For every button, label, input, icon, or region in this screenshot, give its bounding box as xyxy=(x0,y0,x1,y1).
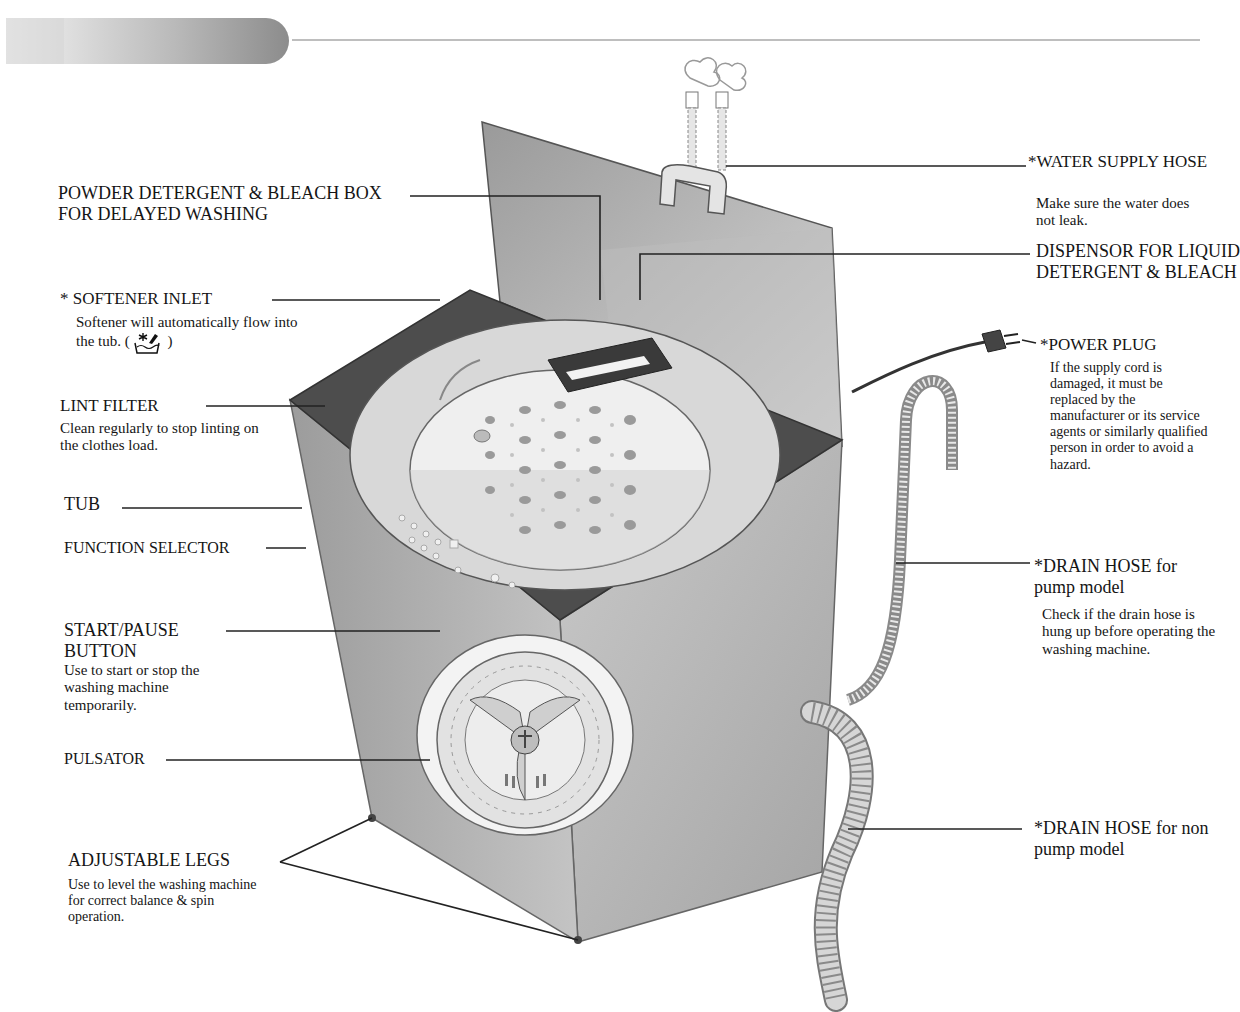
part-note-block: Check if the drain hose is hung up befor… xyxy=(1042,606,1217,658)
tub-opening xyxy=(350,320,780,590)
bracket: ( xyxy=(125,334,130,350)
pulsator xyxy=(437,652,613,828)
part-note: Make sure the water does not leak. xyxy=(1036,195,1189,228)
header-tab xyxy=(6,18,289,64)
part-name-block: ADJUSTABLE LEGS xyxy=(68,850,278,871)
part-name-block: PULSATOR xyxy=(64,750,174,768)
part-note-block: Use to level the washing machine for cor… xyxy=(68,877,258,925)
part-name: POWDER DETERGENT & BLEACH BOX FOR DELAYE… xyxy=(58,183,382,224)
part-note: Use to start or stop the washing machine… xyxy=(64,662,199,713)
detergent-box-slot xyxy=(566,356,650,380)
bracket: ) xyxy=(168,334,173,350)
part-name: DISPENSOR FOR LIQUID DETERGENT & BLEACH xyxy=(1036,241,1240,282)
part-name-block: POWDER DETERGENT & BLEACH BOX FOR DELAYE… xyxy=(58,183,388,224)
part-name-block: LINT FILTER xyxy=(60,396,220,416)
part-name: ADJUSTABLE LEGS xyxy=(68,850,230,870)
part-note-block: Use to start or stop the washing machine… xyxy=(64,662,234,714)
part-note: Softener will automatically flow into th… xyxy=(76,314,298,350)
part-name-block: TUB xyxy=(64,494,124,515)
power-cord xyxy=(852,330,1020,392)
part-name-block: *WATER SUPPLY HOSE xyxy=(1028,152,1208,172)
part-name: START/PAUSE BUTTON xyxy=(64,620,179,661)
pump-drain-hose xyxy=(848,381,952,700)
part-name: *DRAIN HOSE for pump model xyxy=(1034,556,1177,597)
part-note: Clean regularly to stop linting on the c… xyxy=(60,420,259,453)
part-name-block: * SOFTENER INLET xyxy=(60,289,280,309)
lint-filter xyxy=(440,360,480,400)
part-name: TUB xyxy=(64,494,100,514)
part-note-block: Make sure the water does not leak. xyxy=(1036,195,1211,230)
part-name: FUNCTION SELECTOR xyxy=(64,539,230,556)
part-note-block: If the supply cord is damaged, it must b… xyxy=(1050,360,1210,473)
part-name: LINT FILTER xyxy=(60,396,159,415)
detergent-box xyxy=(548,338,672,392)
part-name-block: START/PAUSE BUTTON xyxy=(64,620,224,661)
part-name-block: *DRAIN HOSE for pump model xyxy=(1034,556,1184,597)
part-note: If the supply cord is damaged, it must b… xyxy=(1050,360,1207,472)
part-name-block: FUNCTION SELECTOR xyxy=(64,539,274,557)
control-buttons xyxy=(399,515,515,588)
part-name: *WATER SUPPLY HOSE xyxy=(1028,152,1207,171)
header-tab-block xyxy=(6,18,64,64)
water-supply-hose xyxy=(685,58,746,170)
lid-handle xyxy=(660,165,726,214)
part-name-block: *DRAIN HOSE for non pump model xyxy=(1034,818,1234,859)
part-note-block: Softener will automatically flow into th… xyxy=(76,314,316,355)
part-name: *POWER PLUG xyxy=(1040,335,1157,354)
header-rule xyxy=(292,39,1200,41)
part-note-block: Clean regularly to stop linting on the c… xyxy=(60,420,260,455)
part-name: * SOFTENER INLET xyxy=(60,289,212,308)
part-name-block: DISPENSOR FOR LIQUID DETERGENT & BLEACH xyxy=(1036,241,1240,282)
front-cutaway xyxy=(417,635,633,835)
leader-lines xyxy=(122,166,1036,940)
tub-perforations xyxy=(410,401,710,580)
part-note: Check if the drain hose is hung up befor… xyxy=(1042,606,1215,657)
top-deck xyxy=(290,290,842,620)
part-name: PULSATOR xyxy=(64,750,145,767)
lint-filter-cap xyxy=(474,430,490,442)
part-note: Use to level the washing machine for cor… xyxy=(68,877,257,924)
part-name-block: *POWER PLUG xyxy=(1040,335,1220,355)
softener-symbol xyxy=(133,331,161,355)
non-pump-drain-hose xyxy=(812,712,862,1000)
part-name: *DRAIN HOSE for non pump model xyxy=(1034,818,1209,859)
